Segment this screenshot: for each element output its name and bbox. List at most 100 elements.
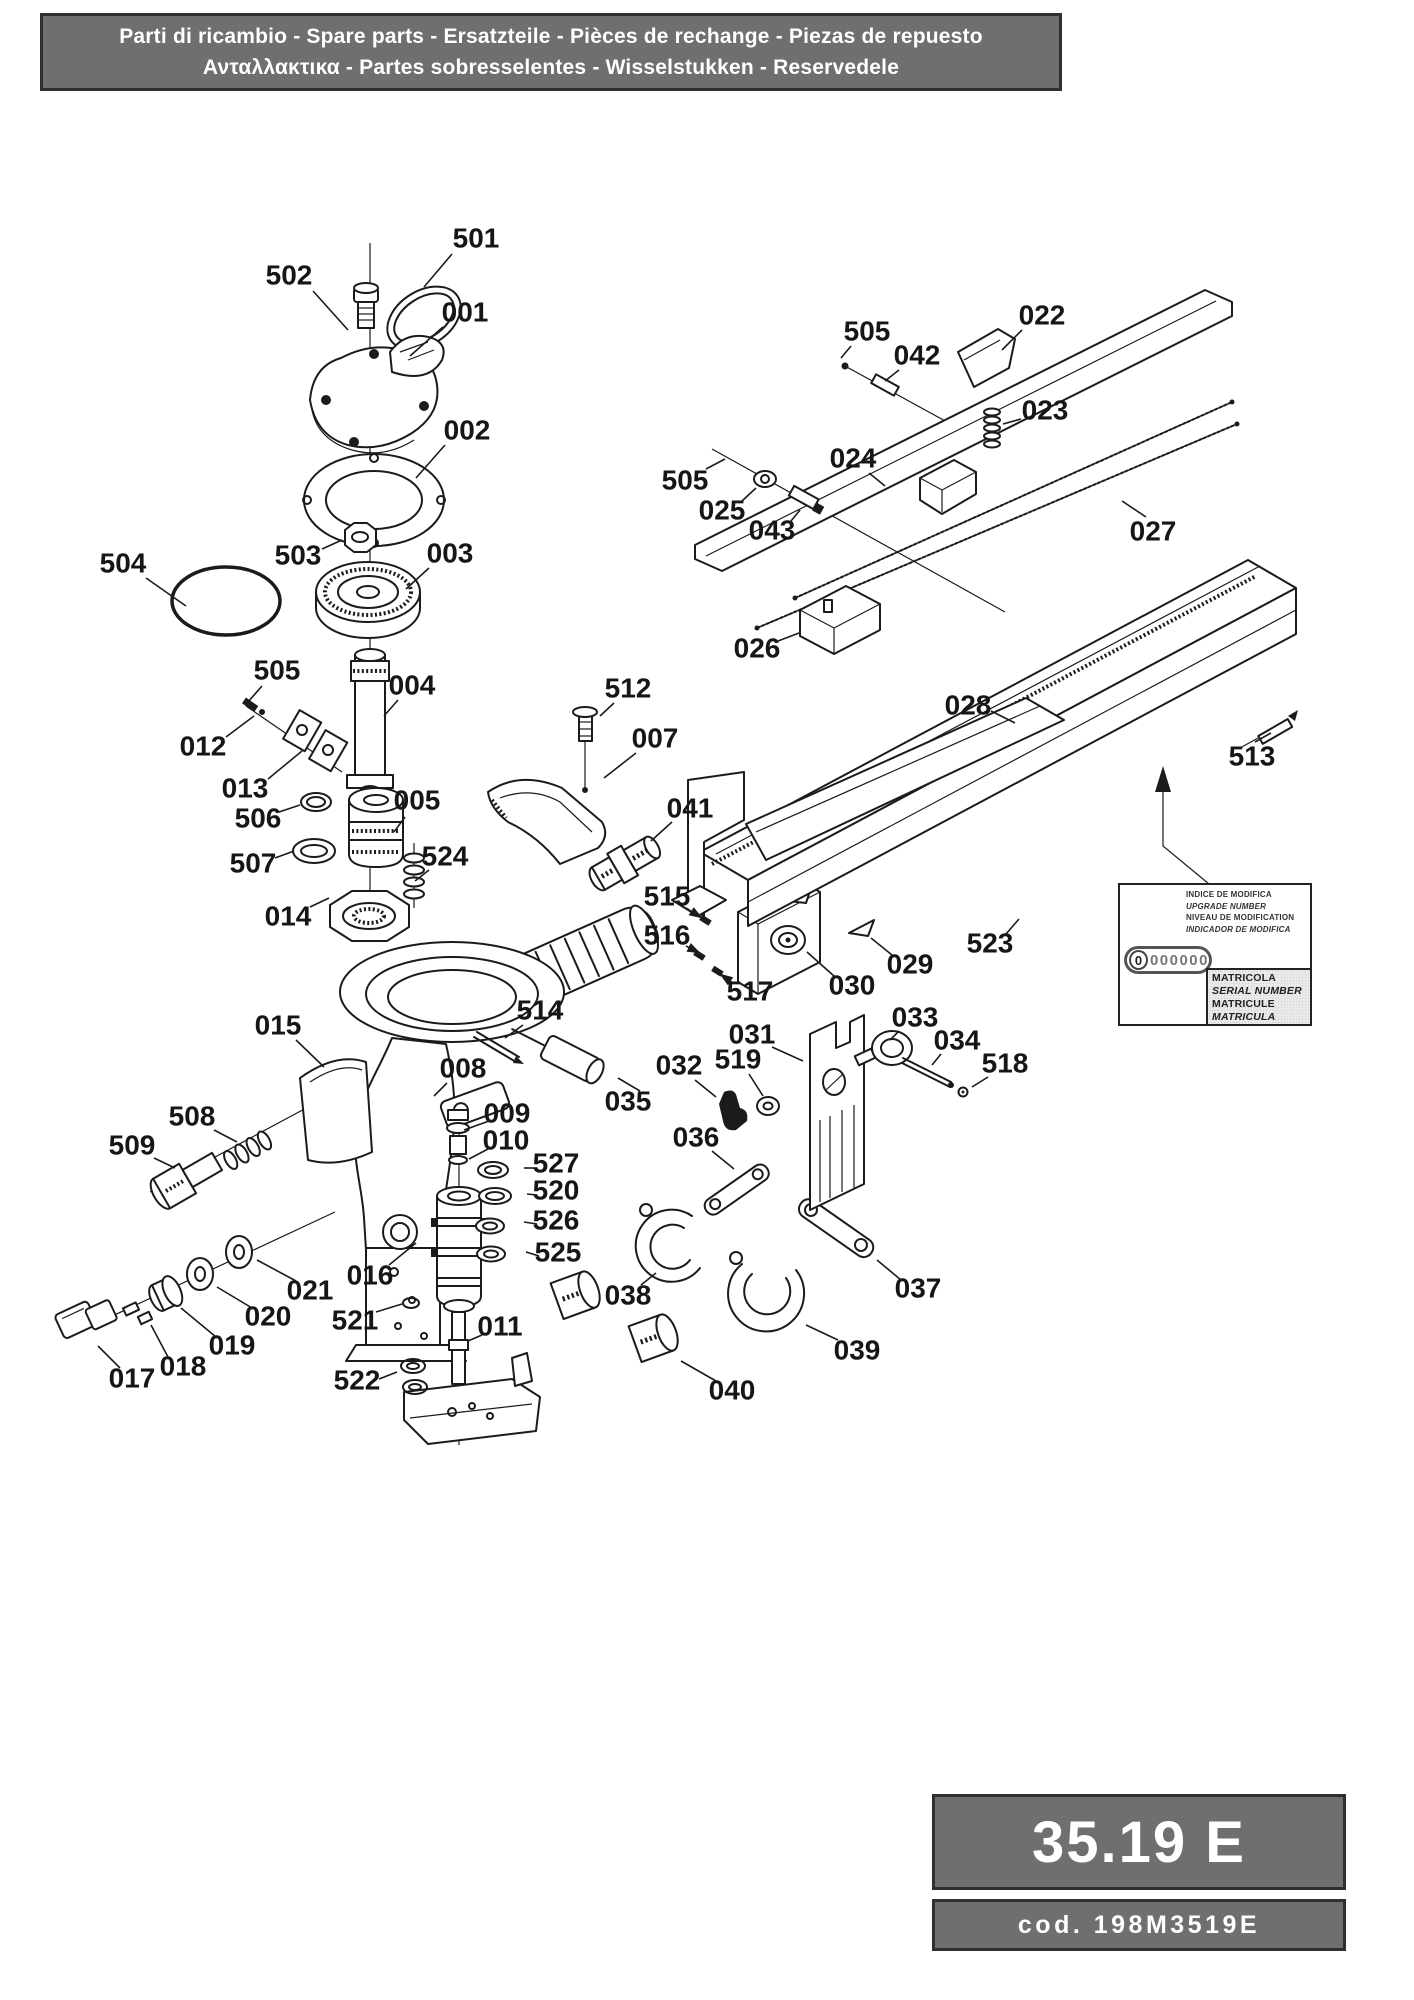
leader-line-030 [806,951,835,977]
part-034-pin [901,1057,954,1088]
leader-line-020 [216,1286,253,1309]
part-038-knurled-nut [549,1270,601,1321]
part-515-516-517-screws [693,914,724,977]
part-524-spring [403,852,425,900]
leader-line-502 [312,290,349,331]
part-label-501: 501 [453,222,500,253]
leader-line-023 [1002,418,1022,425]
part-018-pins [121,1301,154,1326]
upgrade-line: INDICE DE MODIFICA [1186,890,1272,899]
leader-line-507 [274,850,295,859]
part-label-008: 008 [440,1052,487,1083]
part-label-513: 513 [1229,740,1276,771]
part-label-505: 505 [662,464,709,495]
part-label-515: 515 [644,880,691,911]
part-label-509: 509 [109,1129,156,1160]
part-521-ring [402,1297,420,1309]
part-508-spring [223,1130,273,1171]
part-label-015: 015 [255,1009,302,1040]
upgrade-digit: 0 [1129,950,1148,970]
part-043-sleeve [787,484,825,515]
part-002-gasket [302,453,446,548]
leader-line-037 [876,1259,902,1281]
leader-line-506 [278,804,301,813]
part-504-o-ring [170,565,282,637]
leader-line-013 [267,750,303,780]
part-022-024-magazine-cover [694,289,1233,572]
part-label-005: 005 [394,784,441,815]
part-506-o-ring [300,792,332,812]
part-label-002: 002 [444,414,491,445]
part-label-507: 507 [230,847,277,878]
part-037-link [797,1198,875,1259]
part-024-pusher [919,459,977,515]
leader-line-018 [150,1324,169,1358]
header-line-2: Ανταλλακτικα - Partes sobresselentes - W… [202,56,900,79]
part-label-025: 025 [699,494,746,525]
part-label-030: 030 [829,969,876,1000]
part-label-019: 019 [209,1329,256,1360]
leader-line-505 [247,685,263,703]
part-label-508: 508 [169,1100,216,1131]
leader-line-012 [225,715,255,738]
part-003-piston-head [315,561,421,639]
leader-line-521 [375,1303,403,1313]
leader-line-518 [971,1076,989,1088]
part-522-rings [400,1358,428,1395]
leader-line-041 [650,821,673,842]
model-number-box: 35.19 E [932,1794,1346,1890]
leader-line-008 [433,1082,448,1097]
part-514-pin [473,1031,524,1064]
part-label-017: 017 [109,1362,156,1393]
leader-line-519 [748,1073,764,1097]
part-519-grommet [756,1096,780,1116]
leader-line-007 [603,752,637,779]
part-005-valve-piston [348,787,404,868]
leader-line-503 [321,539,343,550]
part-label-004: 004 [389,669,436,700]
part-label-516: 516 [644,919,691,950]
part-007-grip-shell [487,779,607,865]
part-label-502: 502 [266,259,313,290]
part-label-034: 034 [934,1024,981,1055]
part-039-hook [727,1251,806,1333]
serial-legend-line: SERIAL NUMBER [1212,985,1302,998]
part-label-037: 037 [895,1272,942,1303]
leader-line-040 [680,1360,717,1382]
leader-line-026 [777,632,800,642]
part-023-spring [983,407,1001,449]
part-019-bushing [148,1275,184,1312]
part-label-003: 003 [427,537,474,568]
part-label-018: 018 [160,1350,207,1381]
part-label-027: 027 [1130,515,1177,546]
part-label-016: 016 [347,1259,394,1290]
leader-line-514 [504,1024,524,1039]
part-label-518: 518 [982,1047,1029,1078]
part-label-020: 020 [245,1300,292,1331]
leader-line-509 [153,1157,176,1169]
leader-line-036 [711,1150,735,1170]
upgrade-line: INDICADOR DE MODIFICA [1186,924,1291,934]
part-038-hook [634,1203,701,1283]
part-032-pawl [719,1090,748,1131]
part-label-512: 512 [605,672,652,703]
part-label-523: 523 [967,927,1014,958]
part-label-012: 012 [180,730,227,761]
part-014-gland-nut [329,890,410,942]
part-527-520-526-525-o-rings [475,1161,512,1263]
part-label-505: 505 [254,654,301,685]
part-label-033: 033 [892,1001,939,1032]
leader-line-034 [931,1053,942,1066]
leader-line-029 [870,937,893,956]
part-028-magazine [671,559,1297,927]
part-label-505: 505 [844,315,891,346]
leader-line-027 [1121,500,1147,518]
part-label-014: 014 [265,900,312,931]
part-033-roller [853,1030,913,1067]
leader-line-015 [295,1039,325,1068]
part-label-026: 026 [734,632,781,663]
leader-line-014 [309,897,330,908]
leader-line-039 [805,1324,839,1341]
